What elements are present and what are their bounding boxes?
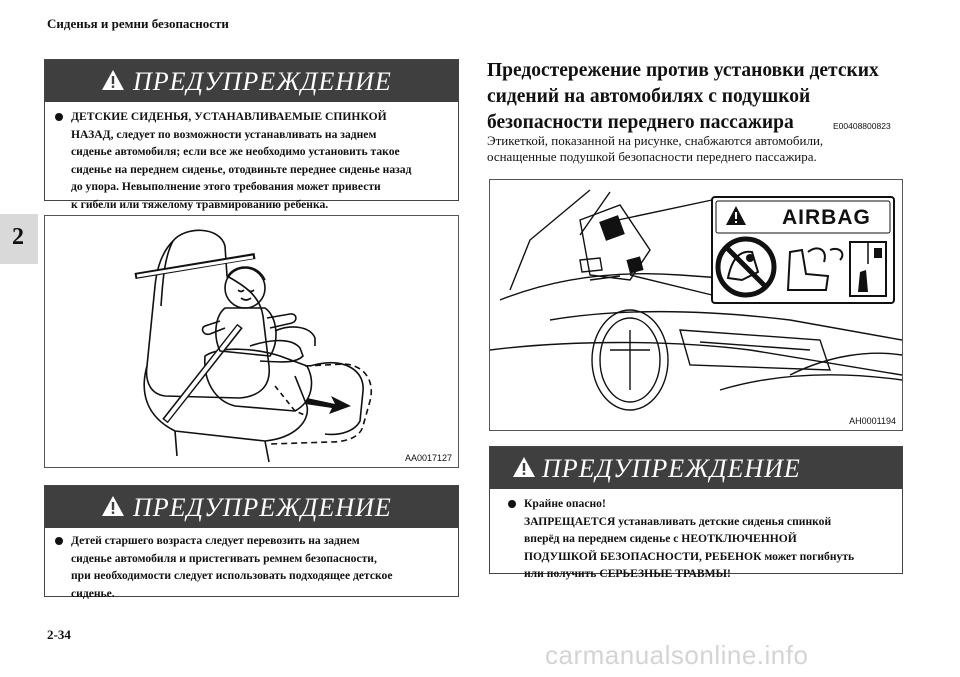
airbag-label-icon <box>489 189 903 411</box>
warning-box-top: ПРЕДУПРЕЖДЕНИЕ ДЕТСКИЕ СИДЕНЬЯ, УСТАНАВЛ… <box>44 59 459 211</box>
warning-line: ПОДУШКОЙ БЕЗОПАСНОСТИ, РЕБЕНОК может пог… <box>524 549 855 563</box>
figure-code: AH0001194 <box>849 416 896 426</box>
warning-box-right: ПРЕДУПРЕЖДЕНИЕ Крайне опасно! ЗАПРЕЩАЕТС… <box>489 446 903 580</box>
warning-line: при необходимости следует использовать п… <box>71 569 393 582</box>
warning-title: ПРЕДУПРЕЖДЕНИЕ <box>133 67 392 96</box>
section-header: Сиденья и ремни безопасности <box>47 16 229 31</box>
warning-line: к гибели или тяжелому травмированию ребе… <box>71 197 329 211</box>
airbag-label-text: AIRBAG <box>782 206 871 229</box>
bullet-icon <box>55 113 63 121</box>
bullet-icon <box>508 500 516 508</box>
warning-box-bottom: ПРЕДУПРЕЖДЕНИЕ Детей старшего возраста с… <box>44 485 459 600</box>
warning-text: Крайне опасно! ЗАПРЕЩАЕТСЯ устанавливать… <box>490 489 902 589</box>
warning-triangle-icon <box>102 496 124 516</box>
child-booster-seat-icon <box>134 229 372 463</box>
warning-line: сиденье. <box>71 586 115 600</box>
warning-line: ДЕТСКИЕ СИДЕНЬЯ, УСТАНАВЛИВАЕМЫЕ СПИНКОЙ <box>71 110 387 123</box>
warning-line: или получить СЕРЬЕЗНЫЕ ТРАВМЫ! <box>524 567 731 580</box>
body-line: оснащенные подушкой безопасности передне… <box>487 149 817 164</box>
warning-line: Детей старшего возраста следует перевози… <box>71 534 360 547</box>
warning-line: вперёд на переднем сиденье с НЕОТКЛЮЧЕНН… <box>524 532 797 545</box>
title-line: сидений на автомобилях с подушкой <box>487 86 811 107</box>
section-title: Предостережение против установки детских… <box>487 58 897 136</box>
section-code: E00408800823 <box>833 121 891 131</box>
warning-text: ДЕТСКИЕ СИДЕНЬЯ, УСТАНАВЛИВАЕМЫЕ СПИНКОЙ… <box>45 102 458 219</box>
title-line: Предостережение против установки детских <box>487 60 879 81</box>
page-number: 2-34 <box>47 627 71 642</box>
airbag-label-figure: AIRBAG AH0001194 <box>489 179 903 431</box>
chapter-number: 2 <box>12 224 24 250</box>
warning-header: ПРЕДУПРЕЖДЕНИЕ <box>490 447 902 489</box>
warning-line: сиденье на переднем сиденье, отодвиньте … <box>71 162 412 176</box>
warning-line: Крайне опасно! <box>524 497 606 510</box>
warning-header: ПРЕДУПРЕЖДЕНИЕ <box>45 486 458 528</box>
warning-line: ЗАПРЕЩАЕТСЯ устанавливать детские сидень… <box>524 514 832 528</box>
warning-line: сиденье автомобиля и пристегивать ремнем… <box>71 551 377 565</box>
child-seat-figure: AA0017127 <box>44 215 459 468</box>
warning-triangle-icon <box>513 457 535 477</box>
section-body: Этикеткой, показанной на рисунке, снабжа… <box>487 133 897 165</box>
warning-triangle-icon <box>102 70 124 90</box>
title-line: безопасности переднего пассажира <box>487 112 794 133</box>
bullet-icon <box>55 537 63 545</box>
warning-line: НАЗАД, следует по возможности устанавлив… <box>71 127 377 141</box>
watermark: carmanualsonline.info <box>545 640 809 670</box>
body-line: Этикеткой, показанной на рисунке, снабжа… <box>487 133 824 148</box>
warning-header: ПРЕДУПРЕЖДЕНИЕ <box>45 60 458 102</box>
figure-code: AA0017127 <box>404 453 452 463</box>
warning-text: Детей старшего возраста следует перевози… <box>45 528 458 608</box>
warning-title: ПРЕДУПРЕЖДЕНИЕ <box>542 454 801 483</box>
warning-line: до упора. Невыполнение этого требования … <box>71 180 381 193</box>
warning-title: ПРЕДУПРЕЖДЕНИЕ <box>133 493 392 522</box>
chapter-tab: 2 <box>0 214 38 264</box>
warning-line: сиденье автомобиля; если все же необходи… <box>71 145 400 158</box>
